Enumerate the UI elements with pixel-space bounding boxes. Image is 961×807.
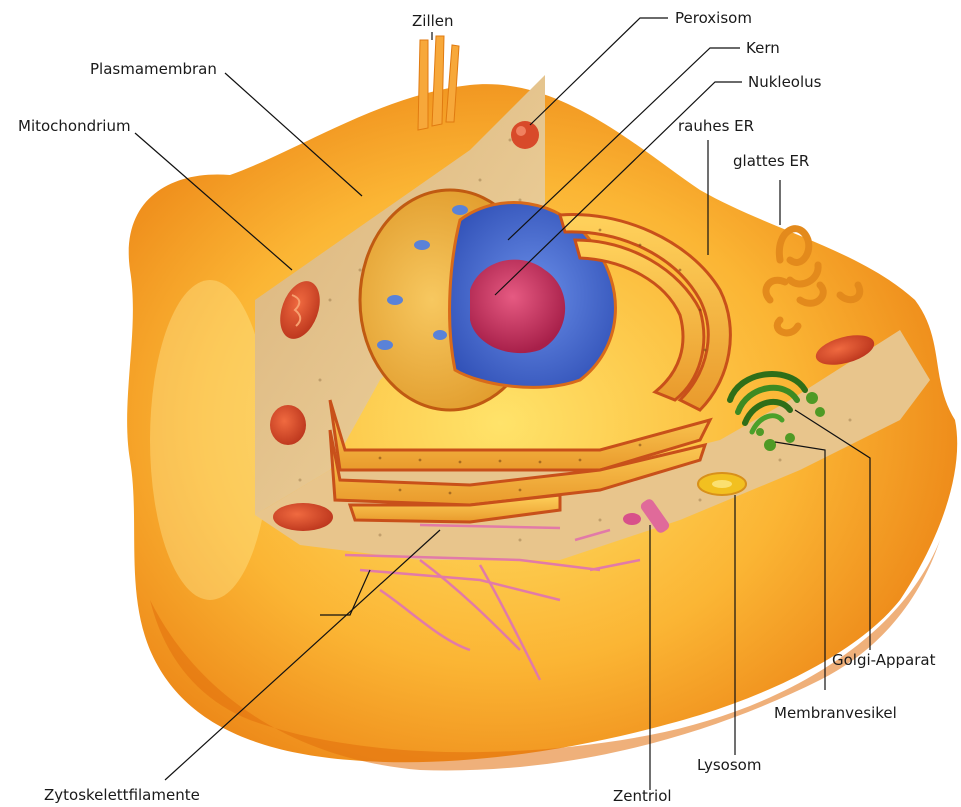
label-membranvesikel: Membranvesikel (774, 704, 897, 722)
label-kern: Kern (746, 39, 780, 57)
label-nukleolus: Nukleolus (748, 73, 822, 91)
label-lysosom: Lysosom (697, 756, 761, 774)
lysosom-organelle (698, 473, 746, 495)
label-golgi-apparat: Golgi-Apparat (832, 651, 936, 669)
peroxisom-organelle (511, 121, 539, 149)
label-rauhes-er: rauhes ER (678, 117, 754, 135)
label-glattes-er: glattes ER (733, 152, 809, 170)
label-plasmamembran: Plasmamembran (90, 60, 217, 78)
cilia (418, 36, 459, 130)
label-peroxisom: Peroxisom (675, 9, 752, 27)
label-zentriol: Zentriol (613, 787, 672, 805)
label-zillen: Zillen (412, 12, 454, 30)
label-mitochondrium: Mitochondrium (18, 117, 131, 135)
label-zytoskelettfilamente: Zytoskelettfilamente (44, 786, 200, 804)
